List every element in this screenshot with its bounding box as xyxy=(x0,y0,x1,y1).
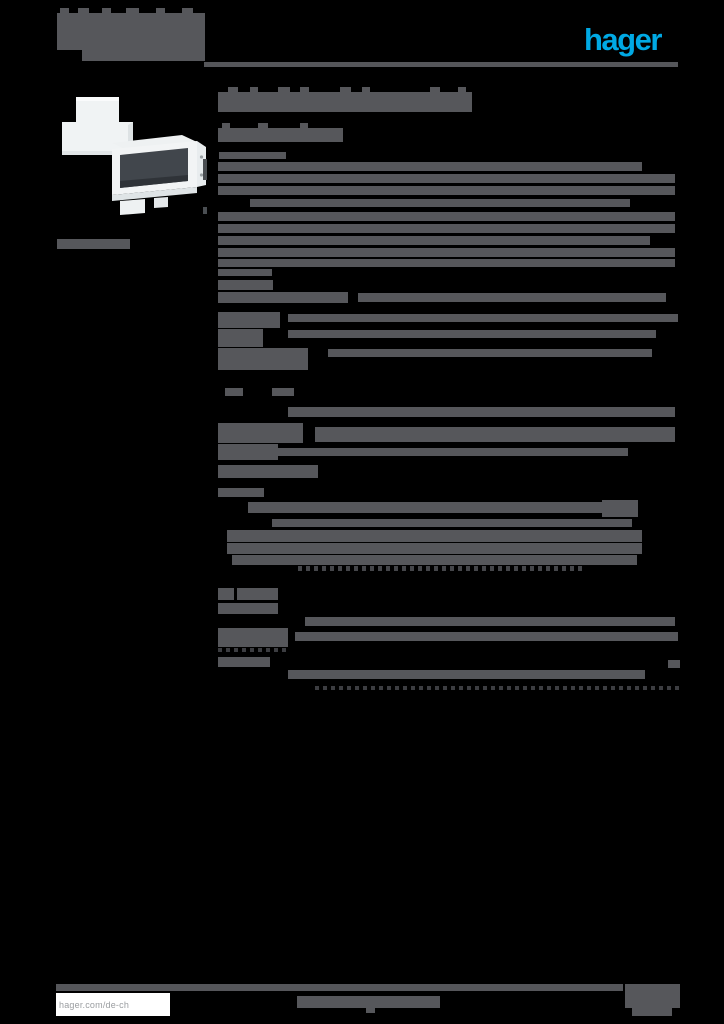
redacted-spec-rows-block xyxy=(218,329,263,347)
redacted-title-block xyxy=(218,92,472,112)
redacted-subtitle-block xyxy=(218,128,343,142)
redacted-title-block xyxy=(362,87,370,93)
redacted-footer-blocks-block xyxy=(297,996,440,1008)
product-image xyxy=(62,97,207,215)
redacted-spec-rows-2-block xyxy=(232,555,637,565)
redacted-spec-rows-block xyxy=(218,423,303,443)
redacted-spec-rows-3-block xyxy=(295,632,678,641)
redacted-spec-rows-3-block xyxy=(668,660,680,668)
redacted-address-block xyxy=(156,8,165,14)
redacted-spec-rows-block xyxy=(225,388,243,396)
footer-rule xyxy=(56,984,623,991)
redacted-paragraph-block xyxy=(218,259,675,267)
redacted-spec-rows-block xyxy=(218,348,308,370)
redacted-paragraph-block xyxy=(250,199,630,207)
redacted-spec-rows-block xyxy=(328,349,652,357)
redacted-footer-blocks-block xyxy=(625,984,680,1008)
redacted-spec-rows-block xyxy=(358,293,666,302)
redacted-footer-blocks-block xyxy=(632,1008,672,1016)
redacted-subtitle-block xyxy=(300,123,308,129)
redacted-address-block xyxy=(82,50,205,61)
redacted-title-block xyxy=(430,87,440,93)
redacted-spec-rows-3-block xyxy=(218,657,270,667)
redacted-spec-rows-2-block xyxy=(227,543,642,554)
redacted-spec-rows-block xyxy=(218,312,280,328)
redacted-spec-rows-2-block xyxy=(272,519,632,527)
redacted-spec-rows-2-block xyxy=(298,566,582,571)
redacted-address-block xyxy=(126,8,139,14)
footer-link[interactable]: hager.com/de-ch xyxy=(59,999,130,1010)
redacted-spec-rows-block xyxy=(218,280,273,290)
redacted-spec-rows-block xyxy=(218,444,278,460)
redacted-spec-rows-3-block xyxy=(237,588,278,600)
footer-link-box: hager.com/de-ch xyxy=(56,993,170,1016)
redacted-subtitle-block xyxy=(258,123,268,129)
redacted-paragraph-block xyxy=(218,248,675,257)
redacted-spec-rows-3-block xyxy=(218,628,288,647)
redacted-subtitle-block xyxy=(222,123,230,129)
redacted-spec-rows-block xyxy=(288,407,675,417)
redacted-spec-rows-2-block xyxy=(248,502,608,513)
redacted-paragraph-block xyxy=(218,162,642,171)
redacted-title-block xyxy=(340,87,351,93)
hager-logo: hager xyxy=(584,22,662,57)
redacted-spec-rows-block xyxy=(218,292,348,303)
redacted-spec-rows-2-block xyxy=(227,530,642,542)
redacted-paragraph-block xyxy=(218,269,272,276)
redacted-image-caption-block xyxy=(57,239,130,249)
redacted-title-block xyxy=(250,87,258,93)
redacted-footer-blocks-block xyxy=(366,1008,375,1013)
product-junction-box xyxy=(112,135,207,215)
redacted-spec-rows-block xyxy=(288,314,678,322)
redacted-spec-rows-3-block xyxy=(288,670,645,679)
redacted-spec-rows-3-block xyxy=(218,603,278,614)
redacted-paragraph-block xyxy=(218,212,675,221)
redacted-title-block xyxy=(278,87,290,93)
redacted-section-heading-block xyxy=(219,152,286,159)
redacted-spec-rows-2-block xyxy=(218,488,264,497)
redacted-paragraph-block xyxy=(218,224,675,233)
redacted-spec-rows-block xyxy=(272,448,628,456)
redacted-address-block xyxy=(60,8,69,14)
redacted-title-block xyxy=(228,87,238,93)
redacted-spec-rows-2-block xyxy=(602,500,638,517)
redacted-spec-rows-3-block xyxy=(315,686,680,690)
redacted-address-block xyxy=(78,8,89,14)
redacted-paragraph-block xyxy=(218,174,675,183)
redacted-address-block xyxy=(57,13,205,50)
redacted-address-block xyxy=(182,8,193,14)
redacted-spec-rows-3-block xyxy=(218,648,288,652)
redacted-title-block xyxy=(458,87,466,93)
redacted-spec-rows-block xyxy=(218,465,318,478)
redacted-address-block xyxy=(102,8,111,14)
redacted-spec-rows-block xyxy=(272,388,294,396)
redacted-paragraph-block xyxy=(218,186,675,195)
redacted-spec-rows-3-block xyxy=(305,617,675,626)
redacted-paragraph-block xyxy=(218,236,650,245)
header-rule xyxy=(204,62,678,67)
redacted-spec-rows-block xyxy=(315,427,675,442)
redacted-spec-rows-block xyxy=(288,330,656,338)
redacted-spec-rows-3-block xyxy=(218,588,234,600)
redacted-title-block xyxy=(300,87,309,93)
